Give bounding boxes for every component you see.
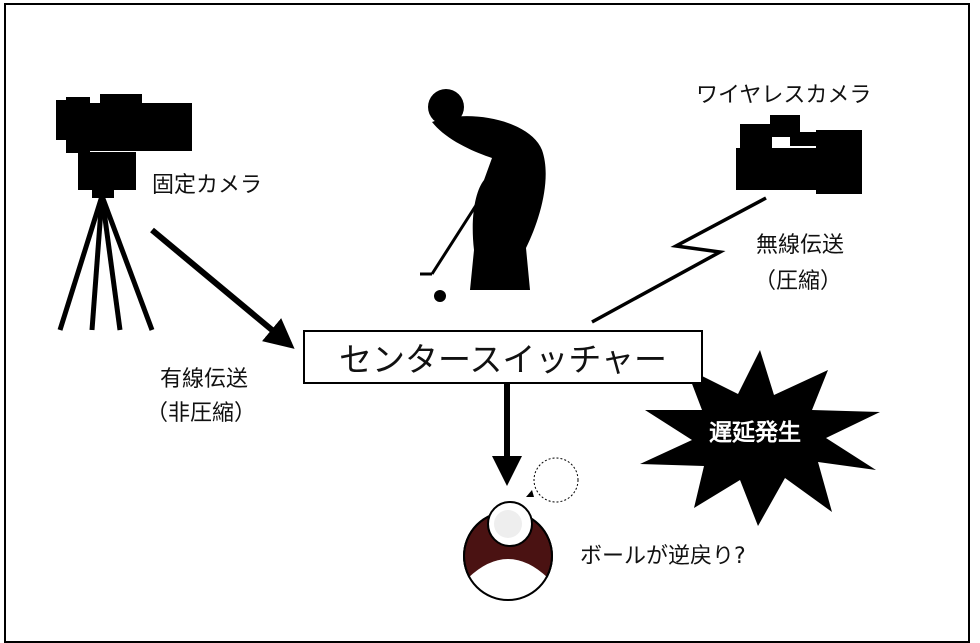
fixed-camera-icon bbox=[56, 94, 192, 331]
center-switcher-box: センタースイッチャー bbox=[303, 330, 703, 384]
delay-burst-icon bbox=[640, 350, 880, 526]
small-arrow-icon bbox=[526, 490, 534, 497]
center-switcher-label: センタースイッチャー bbox=[338, 340, 668, 379]
wireless-transmission-label: 無線伝送 bbox=[756, 233, 845, 258]
golfer-icon bbox=[420, 89, 546, 302]
wired-arrow-icon bbox=[150, 227, 295, 349]
delay-label: 遅延発生 bbox=[709, 420, 801, 446]
fixed-camera-label: 固定カメラ bbox=[152, 173, 263, 198]
cup-ball-icon bbox=[463, 501, 553, 604]
wireless-camera-icon bbox=[736, 115, 862, 194]
ball-question-label: ボールが逆戻り? bbox=[580, 544, 746, 569]
wireless-signal-icon bbox=[591, 196, 767, 324]
wired-transmission-label: 有線伝送 bbox=[160, 367, 249, 392]
ghost-ball-icon bbox=[533, 457, 579, 503]
compressed-label: （圧縮） bbox=[754, 269, 843, 294]
wireless-camera-label: ワイヤレスカメラ bbox=[696, 83, 872, 108]
uncompressed-label: （非圧縮） bbox=[146, 401, 257, 426]
